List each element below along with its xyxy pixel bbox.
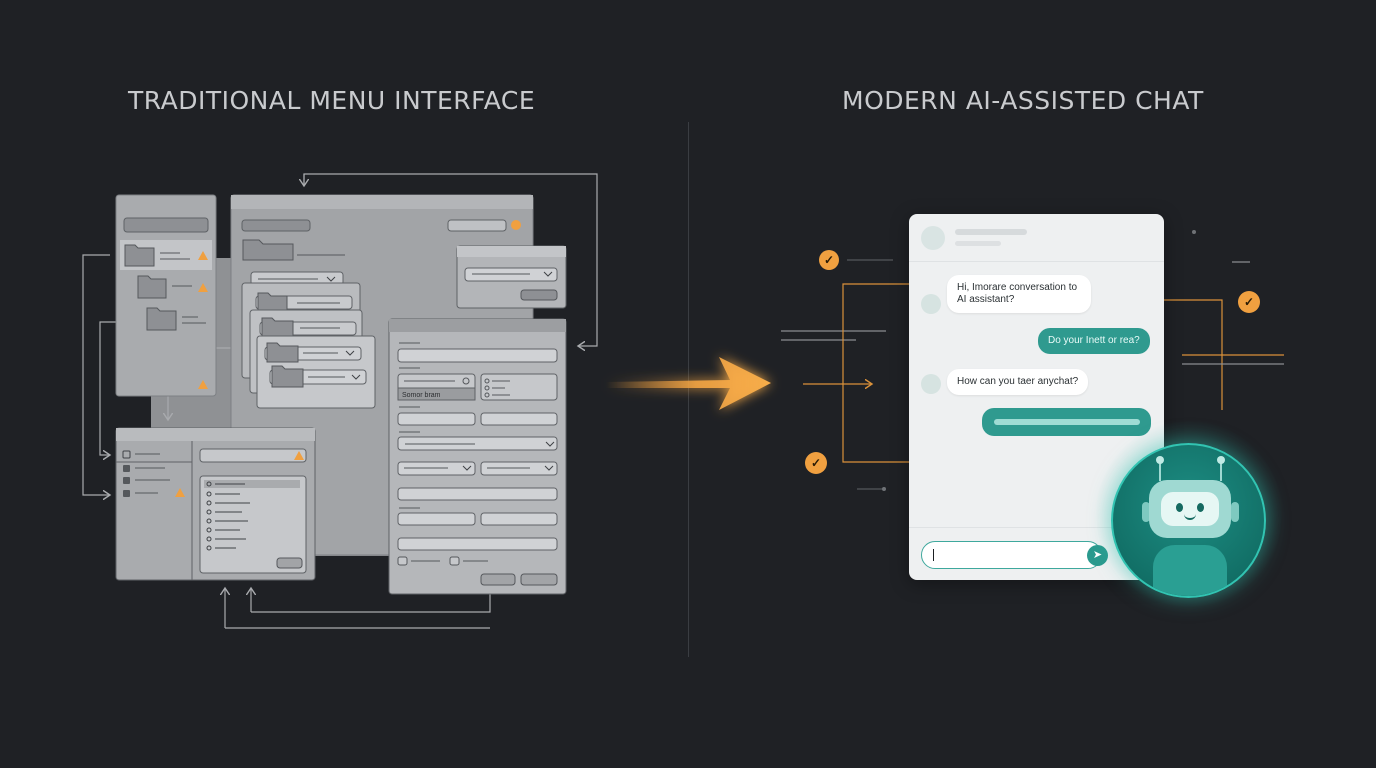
check-icon: ✓: [805, 452, 827, 474]
orange-connector-left: [842, 283, 910, 463]
connector-left-outer: [82, 254, 110, 495]
traditional-menu-title: TRADITIONAL MENU INTERFACE: [128, 86, 536, 115]
avatar: [921, 226, 945, 250]
chat-header: [909, 214, 1164, 262]
user-message-typing: [982, 408, 1151, 436]
form-window: Somor bram: [388, 318, 567, 595]
message-input[interactable]: [934, 547, 1074, 563]
assistant-message: Hi, Imorare conversation to AI assistant…: [947, 275, 1091, 313]
ai-bot-avatar: [1111, 443, 1266, 598]
connector-bottom: [251, 594, 491, 613]
folder-window: [115, 194, 217, 397]
check-icon: ✓: [819, 250, 839, 270]
center-divider: [688, 122, 689, 657]
check-icon: ✓: [1238, 291, 1260, 313]
assistant-message: How can you taer anychat?: [947, 369, 1089, 395]
robot-head-icon: [1149, 480, 1231, 538]
selected-field-text: Somor bram: [402, 392, 441, 399]
orange-connector-right: [1164, 299, 1223, 410]
send-arrow-icon[interactable]: ➤: [1087, 545, 1108, 566]
list-window: [115, 427, 316, 581]
dropdown-dialog: [456, 245, 567, 309]
text-caret: [933, 549, 934, 561]
user-message: Do your Inett or rea?: [1038, 328, 1150, 354]
folder-cascade: [241, 282, 376, 409]
transition-arrow: [606, 357, 771, 410]
assistant-avatar: [921, 294, 941, 314]
ai-chat-title: MODERN AI-ASSISTED CHAT: [842, 86, 1204, 115]
assistant-avatar: [921, 374, 941, 394]
message-input-box[interactable]: ➤: [921, 541, 1108, 569]
